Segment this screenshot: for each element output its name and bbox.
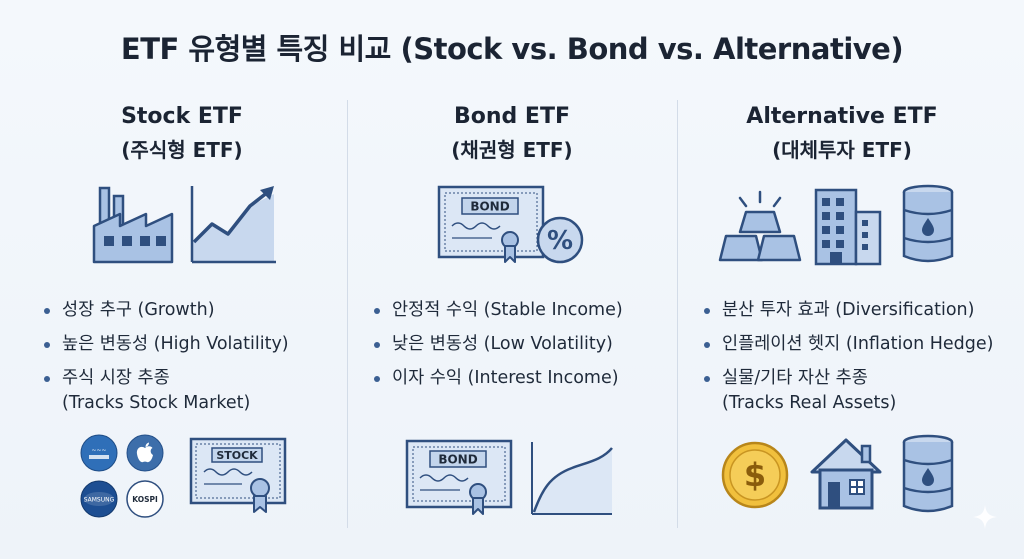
alternative-features-list: 분산 투자 효과 (Diversification) 인플레이션 헷지 (Inf… [704,298,1004,425]
list-item: 낮은 변동성 (Low Volatility) [374,332,674,357]
stock-etf-column: Stock ETF (주식형 ETF) 성장 추구 (Growth) 높은 변동… [18,98,346,528]
bullet-dot [374,376,380,382]
bullet-dot [704,376,710,382]
stock-etf-title: Stock ETF [121,104,243,129]
bond-certificate-icon: BOND [405,439,513,515]
samsung-logo-icon: SAMSUNG [80,480,118,518]
stock-icon-row [18,182,346,268]
sparkle-icon [973,505,997,529]
bullet-dot [44,376,50,382]
oil-barrel-icon [902,184,954,263]
bond-bottom-row: BOND [348,434,676,524]
bullet-dot [44,342,50,348]
stock-certificate-icon: STOCK [189,437,287,513]
bullet-dot [704,342,710,348]
column-divider [347,100,348,528]
samsung-logo-text: SAMSUNG [84,497,115,504]
list-item: 분산 투자 효과 (Diversification) [704,298,1004,323]
stock-bottom-row: ~~~ SAMSUNG KOSPI STOCK [18,434,346,524]
bullet-dot [704,308,710,314]
bond-icon-row: BOND % [348,182,676,268]
alternative-icon-row [678,182,1006,268]
apple-logo-icon [126,434,164,472]
dollar-coin-icon: $ [721,441,789,509]
bond-etf-title: Bond ETF [453,104,570,129]
percent-symbol: % [547,226,573,256]
percent-icon [536,216,584,264]
gold-bars-icon [718,190,802,262]
stock-etf-subtitle: (주식형 ETF) [121,138,243,162]
bullet-dot [374,342,380,348]
bond-certificate-label: BOND [470,200,509,214]
factory-icon [92,186,174,264]
building-icon [814,188,882,266]
brand-logo-icon: ~~~ [80,434,118,472]
list-item: 주식 시장 추종(Tracks Stock Market) [44,366,344,416]
alternative-etf-column: Alternative ETF (대체투자 ETF) [678,98,1006,528]
bullet-dot [374,308,380,314]
page-title: ETF 유형별 특징 비교 (Stock vs. Bond vs. Altern… [120,32,904,66]
growth-chart-icon [190,186,276,264]
bullet-dot [44,308,50,314]
stable-curve-icon [531,442,613,515]
kospi-logo-text: KOSPI [132,495,158,504]
kospi-logo-icon: KOSPI [126,480,164,518]
list-item: 실물/기타 자산 추종(Tracks Real Assets) [704,366,1004,416]
dollar-symbol: $ [744,456,766,494]
bond-etf-subtitle: (채권형 ETF) [451,138,573,162]
svg-text:~~~: ~~~ [91,447,106,454]
certificate-label: STOCK [216,449,258,462]
house-icon [810,438,882,510]
bond-certificate-icon: BOND % [437,185,584,264]
alternative-etf-subtitle: (대체투자 ETF) [772,138,912,162]
bond-features-list: 안정적 수익 (Stable Income) 낮은 변동성 (Low Volat… [374,298,674,400]
list-item: 성장 추구 (Growth) [44,298,344,323]
alternative-etf-title: Alternative ETF [746,104,938,129]
list-item: 높은 변동성 (High Volatility) [44,332,344,357]
list-item: 인플레이션 헷지 (Inflation Hedge) [704,332,1004,357]
stock-features-list: 성장 추구 (Growth) 높은 변동성 (High Volatility) … [44,298,344,425]
bond-etf-column: Bond ETF (채권형 ETF) BOND % 안정적 수익 (Stable… [348,98,676,528]
bond-certificate-label: BOND [438,453,477,467]
oil-barrel-icon [902,434,954,513]
alternative-bottom-row: $ [678,434,1006,524]
column-divider [677,100,678,528]
list-item: 안정적 수익 (Stable Income) [374,298,674,323]
list-item: 이자 수익 (Interest Income) [374,366,674,391]
